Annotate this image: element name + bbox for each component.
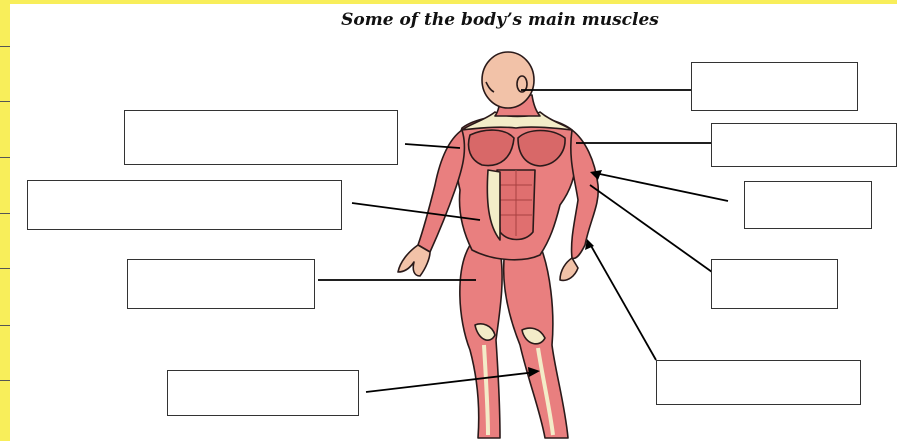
- pointer-right-forearm: [590, 185, 712, 272]
- pointer-left-calf: [366, 372, 536, 392]
- left-leg: [460, 245, 502, 438]
- left-hand: [398, 245, 430, 276]
- label-box-right-forearm[interactable]: [711, 259, 838, 309]
- label-box-left-abdomen[interactable]: [27, 180, 342, 230]
- label-box-right-lower-arm[interactable]: [656, 360, 861, 405]
- label-box-right-upper-arm[interactable]: [744, 181, 872, 229]
- label-box-left-thigh[interactable]: [127, 259, 315, 309]
- label-box-left-calf[interactable]: [167, 370, 359, 416]
- human-figure: [398, 52, 598, 438]
- right-forearm: [560, 258, 578, 280]
- label-box-head-neck[interactable]: [691, 62, 858, 111]
- pointer-right-lower-arm: [590, 244, 656, 360]
- label-box-left-chest[interactable]: [124, 110, 398, 165]
- pointer-right-upper-arm: [595, 173, 728, 201]
- right-upper-arm: [571, 130, 598, 258]
- label-box-right-shoulder[interactable]: [711, 123, 897, 167]
